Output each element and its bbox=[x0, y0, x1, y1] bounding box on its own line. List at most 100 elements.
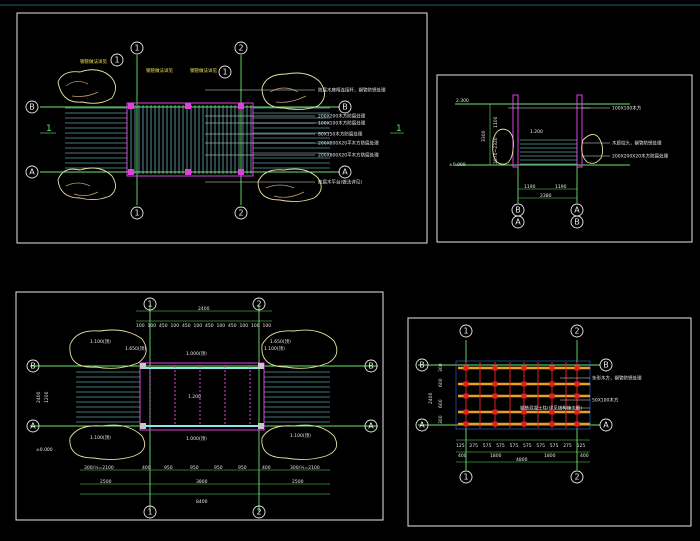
struct-side-dim-2: 600 bbox=[438, 399, 444, 408]
panel-frame bbox=[407, 317, 692, 527]
struct-sub-dim-2: 1800 bbox=[544, 453, 556, 459]
plan1-note-0: 防腐木座椅连接杆，钢管防锈处理 bbox=[318, 87, 386, 94]
bottom-dim-7: 300/¼=2100 bbox=[290, 465, 320, 471]
struct-side-dim-1: 600 bbox=[438, 378, 444, 387]
elev-label-4: 1.000(顶) bbox=[186, 436, 207, 442]
axis-A-right-label: A bbox=[368, 422, 374, 431]
axis-B-left: B bbox=[25, 100, 39, 114]
plan1-note-3: 80X150木方防腐处理 bbox=[318, 131, 363, 138]
plan1-note-5: 200X800X20平木方防腐处理 bbox=[318, 152, 379, 159]
bottom-total: 8400 bbox=[196, 499, 208, 505]
axis-2-bottom-label: 2 bbox=[256, 508, 261, 517]
axis-2-bottom: 2 bbox=[234, 206, 248, 220]
axis-2-bottom: 2 bbox=[252, 505, 266, 519]
axis-A-2: A bbox=[570, 203, 584, 217]
top-dim-7: 100 bbox=[217, 323, 226, 329]
axis-2-top-label: 2 bbox=[256, 300, 261, 309]
top-dim-6: 450 bbox=[205, 323, 214, 329]
struct-sub-dim-0: 400 bbox=[458, 453, 467, 459]
axis-2-bottom-label: 2 bbox=[574, 473, 579, 482]
section-note-1: 木质柱头，钢管防锈处理 bbox=[612, 140, 662, 147]
axis-A-left-label: A bbox=[30, 422, 36, 431]
axis-1-bottom: 1 bbox=[459, 470, 473, 484]
top-dim-0: 100 bbox=[136, 323, 145, 329]
axis-B-right: B bbox=[338, 100, 352, 114]
axis-B-1: B bbox=[511, 203, 525, 217]
deck-outline bbox=[139, 362, 265, 431]
axis-1-bottom: 1 bbox=[143, 505, 157, 519]
axis-B-2: B bbox=[570, 215, 584, 229]
bottom-mid-2: 2500 bbox=[292, 479, 304, 485]
bdim-2: 1190 bbox=[555, 184, 567, 190]
axis-1-bottom: 1 bbox=[130, 206, 144, 220]
vdim-1: 3300 bbox=[481, 130, 487, 142]
top-label-3: 钢管做法详见 bbox=[190, 67, 217, 74]
top-label-2: 钢管做法详见 bbox=[146, 67, 173, 74]
top-dim-5: 100 bbox=[194, 323, 203, 329]
detail-tag-2-label: 1 bbox=[222, 68, 227, 77]
axis-B-left: B bbox=[415, 358, 429, 372]
struct-sub-dim-3: 400 bbox=[580, 453, 589, 459]
elev-label-7: 1.100(顶) bbox=[90, 435, 111, 441]
panel-frame bbox=[15, 291, 384, 521]
axis-B-left: B bbox=[26, 359, 40, 373]
axis-2-top: 2 bbox=[570, 324, 584, 338]
axis-A-left: A bbox=[415, 418, 429, 432]
axis-A-right: A bbox=[364, 419, 378, 433]
bottom-dim-6: 400 bbox=[262, 465, 271, 471]
axis-B-right-label: B bbox=[603, 361, 609, 370]
top-total: 2400 bbox=[198, 306, 210, 312]
axis-A-left: A bbox=[26, 419, 40, 433]
elev-top: 2.300 bbox=[456, 98, 469, 104]
struct-note-2: 钢筋混凝土柱(详见结构施工图) bbox=[520, 405, 582, 412]
axis-A-1-label: A bbox=[515, 218, 521, 227]
struct-bottom-dim-7: 575 bbox=[550, 443, 559, 449]
axis-2-top-label: 2 bbox=[238, 44, 243, 53]
bottom-dim-2: 950 bbox=[164, 465, 173, 471]
elev-label-1: 1.650(顶) bbox=[125, 346, 146, 352]
struct-side-dim-3: 300 bbox=[438, 415, 444, 424]
plan1-note-1: 200X200木方防腐处理 bbox=[318, 113, 366, 120]
top-dim-4: 450 bbox=[182, 323, 191, 329]
top-dim-8: 450 bbox=[228, 323, 237, 329]
axis-A-1: A bbox=[511, 215, 525, 229]
detail-tag-1: 1 bbox=[110, 53, 124, 67]
inner-label: 1.200 bbox=[530, 129, 543, 135]
axis-1-bottom-label: 1 bbox=[147, 508, 152, 517]
struct-bottom-dim-1: 275 bbox=[469, 443, 478, 449]
axis-1-top-label: 1 bbox=[147, 300, 152, 309]
side-dim-2: 1200 bbox=[44, 391, 50, 403]
axis-1-top-label: 1 bbox=[134, 44, 139, 53]
elev-label-6: 1.650(顶) bbox=[270, 339, 291, 345]
bottom-dim-1: 400 bbox=[142, 465, 151, 471]
struct-total: 4800 bbox=[516, 457, 528, 463]
side-dim-1: 2400 bbox=[36, 391, 42, 403]
axis-2-top-label: 2 bbox=[574, 327, 579, 336]
axis-1-top: 1 bbox=[143, 297, 157, 311]
axis-1-bottom-label: 1 bbox=[134, 209, 139, 218]
struct-bottom-dim-3: 575 bbox=[496, 443, 505, 449]
vdim-3: 2070~2320 bbox=[493, 137, 499, 164]
axis-A-left-label: A bbox=[419, 421, 425, 430]
elev-label-3: 1.200 bbox=[188, 394, 201, 400]
top-dim-3: 100 bbox=[171, 323, 180, 329]
bottom-dim-4: 950 bbox=[214, 465, 223, 471]
struct-note-0: 条形木方，钢管防锈处理 bbox=[592, 375, 642, 382]
axis-A-left: A bbox=[25, 165, 39, 179]
top-dim-11: 100 bbox=[263, 323, 272, 329]
axis-2-bottom: 2 bbox=[570, 470, 584, 484]
struct-bottom-dim-4: 575 bbox=[510, 443, 519, 449]
section-mark: 1 bbox=[46, 124, 52, 134]
top-label-1: 钢管做法详见 bbox=[80, 58, 107, 65]
top-dim-10: 100 bbox=[251, 323, 260, 329]
bdim-1: 1190 bbox=[524, 184, 536, 190]
axis-B-right: B bbox=[364, 359, 378, 373]
axis-B-left-label: B bbox=[29, 103, 35, 112]
axis-B-2-label: B bbox=[574, 218, 580, 227]
axis-2-top: 2 bbox=[234, 41, 248, 55]
panel-frame bbox=[436, 74, 693, 243]
section-note-0: 100X100木方 bbox=[612, 105, 642, 112]
plan1-note-4: 200X800X20平木方防腐处理 bbox=[318, 140, 379, 147]
